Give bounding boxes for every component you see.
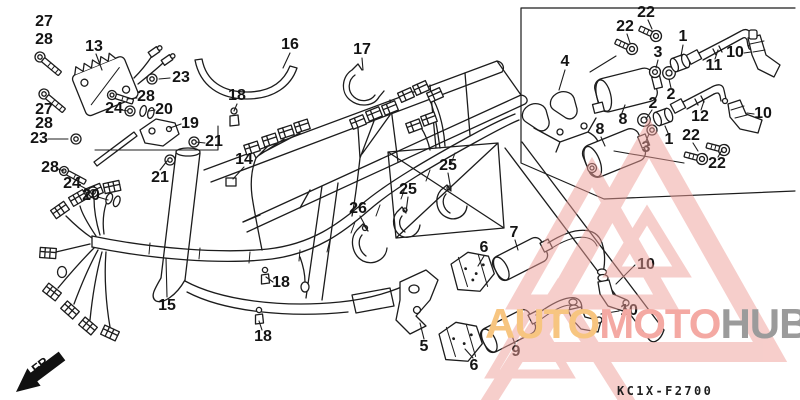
tube-guide-and-band [194,58,385,106]
fasteners-left [34,51,271,325]
regulator-rectifier [71,45,176,117]
fr-direction-arrow: FR. [16,351,66,392]
plug-caps-and-coils [395,229,630,362]
part-code: KC1X-F2700 [617,384,714,398]
wire-harness [39,79,520,342]
inset-ignition-parts [521,25,781,178]
harness-clamps [351,184,468,264]
